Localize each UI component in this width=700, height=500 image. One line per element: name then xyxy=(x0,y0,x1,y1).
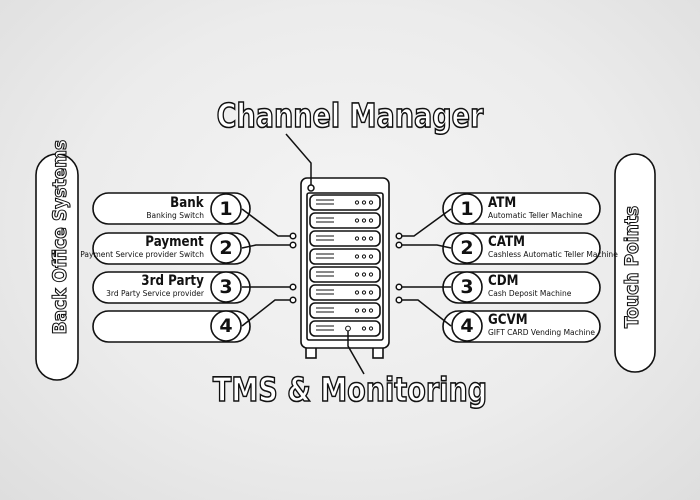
right-item-desc: Cash Deposit Machine xyxy=(488,289,572,298)
left-item-3: 3rd Party 3rd Party Service provider xyxy=(106,274,204,298)
connectors xyxy=(241,133,452,375)
connector-ports xyxy=(289,232,403,304)
right-item-2: CATM Cashless Automatic Teller Machine xyxy=(488,235,618,259)
left-item-desc: Banking Switch xyxy=(146,211,204,220)
right-item-1: ATM Automatic Teller Machine xyxy=(488,196,582,220)
left-item-1: Bank Banking Switch xyxy=(146,196,204,220)
touch-points-frame xyxy=(614,153,656,373)
server-details xyxy=(316,199,374,332)
right-item-3: CDM Cash Deposit Machine xyxy=(488,274,571,298)
right-pill-2 xyxy=(442,232,601,265)
left-item-name: Payment xyxy=(145,234,204,250)
left-circle-3 xyxy=(210,271,242,303)
right-circle-1 xyxy=(451,193,483,225)
touch-points-label: Touch Points xyxy=(620,205,643,329)
channel-manager-title: Channel Manager xyxy=(216,95,484,136)
tms-monitoring-title: TMS & Monitoring xyxy=(212,369,488,410)
left-number-3: 3 xyxy=(219,276,233,298)
left-number-4: 4 xyxy=(219,315,233,337)
right-number-4: 4 xyxy=(460,315,474,337)
left-item-name: 3rd Party xyxy=(141,273,204,289)
left-pill-1 xyxy=(92,192,251,225)
right-item-name: CDM xyxy=(488,273,519,289)
right-item-name: GCVM xyxy=(488,312,528,328)
left-circle-2 xyxy=(210,232,242,264)
right-circle-3 xyxy=(451,271,483,303)
left-item-2: Payment Payment Service provider Switch xyxy=(80,235,204,259)
left-item-desc: Payment Service provider Switch xyxy=(80,250,204,259)
right-number-3: 3 xyxy=(460,276,474,298)
right-item-desc: GIFT CARD Vending Machine xyxy=(488,328,595,337)
right-item-name: ATM xyxy=(488,195,517,211)
right-pill-1 xyxy=(442,192,601,225)
right-circle-4 xyxy=(451,310,483,342)
right-item-name: CATM xyxy=(488,234,525,250)
right-item-desc: Automatic Teller Machine xyxy=(488,211,583,220)
left-item-name: Bank xyxy=(170,195,204,211)
left-circle-4 xyxy=(210,310,242,342)
right-number-2: 2 xyxy=(460,237,474,259)
back-office-label: Back Office Systems xyxy=(48,139,71,335)
left-circle-1 xyxy=(210,193,242,225)
right-circle-2 xyxy=(451,232,483,264)
right-item-desc: Cashless Automatic Teller Machine xyxy=(488,250,618,259)
server-cabinet xyxy=(300,177,390,359)
right-item-4: GCVM GIFT CARD Vending Machine xyxy=(488,313,595,337)
left-pill-2 xyxy=(92,232,251,265)
right-pill-4 xyxy=(442,310,601,343)
left-number-1: 1 xyxy=(219,198,233,220)
left-pill-4 xyxy=(92,310,251,343)
left-number-2: 2 xyxy=(219,237,233,259)
back-office-frame xyxy=(35,153,79,381)
left-item-desc: 3rd Party Service provider xyxy=(106,289,204,298)
right-number-1: 1 xyxy=(460,198,474,220)
